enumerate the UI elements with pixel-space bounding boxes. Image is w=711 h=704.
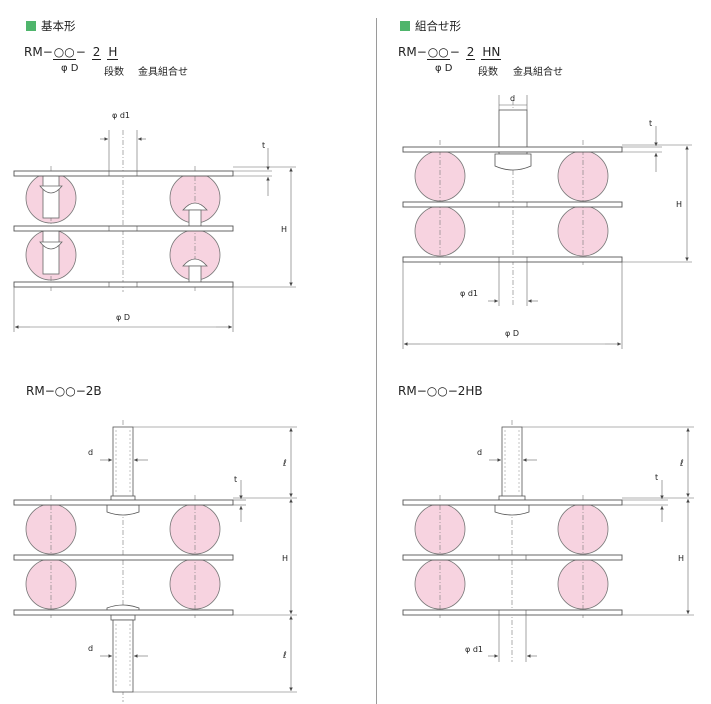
label-d1: φ d1 (465, 645, 483, 654)
panel-combined-drawing: d t H (402, 94, 692, 349)
sub-combined-type: 金具組合せ (513, 67, 563, 78)
sub-basic-qty: 段数 (104, 67, 124, 78)
label-t: t (649, 119, 652, 128)
label-d1: φ d1 (112, 111, 130, 120)
heading-square-icon (400, 21, 410, 31)
label-d: d (510, 94, 515, 103)
title-2b: RM−○○−2B (26, 384, 102, 398)
label-t: t (234, 475, 237, 484)
label-d: d (477, 448, 482, 457)
sub-combined-diameter: φ D (435, 63, 453, 74)
heading-basic: 基本形 (26, 18, 76, 34)
sub-combined-qty: 段数 (478, 67, 498, 78)
panel-2b-drawing: d t ℓ (13, 420, 297, 702)
label-t: t (262, 141, 265, 150)
sub-basic-diameter: φ D (61, 63, 79, 74)
label-dia: φ D (116, 313, 130, 322)
label-l-top: ℓ (282, 459, 287, 469)
label-h: H (282, 554, 288, 563)
label-h: H (676, 200, 682, 209)
heading-basic-text: 基本形 (41, 19, 76, 33)
label-d-top: d (88, 448, 93, 457)
label-d-bottom: d (88, 644, 93, 653)
panel-2hb-drawing: d t ℓ (402, 420, 694, 662)
label-dia: φ D (505, 329, 519, 338)
sub-basic-type: 金具組合せ (138, 67, 188, 78)
title-2hb: RM−○○−2HB (398, 384, 483, 398)
label-t: t (655, 473, 658, 482)
heading-combined: 組合せ形 (400, 18, 461, 34)
label-h: H (281, 225, 287, 234)
heading-square-icon (26, 21, 36, 31)
panel-basic-drawing: φ d1 t H (13, 111, 296, 332)
label-l: ℓ (679, 459, 684, 469)
label-d1: φ d1 (460, 289, 478, 298)
label-l-bottom: ℓ (282, 651, 287, 661)
label-h: H (678, 554, 684, 563)
column-divider (376, 18, 377, 704)
heading-combined-text: 組合せ形 (415, 19, 461, 33)
